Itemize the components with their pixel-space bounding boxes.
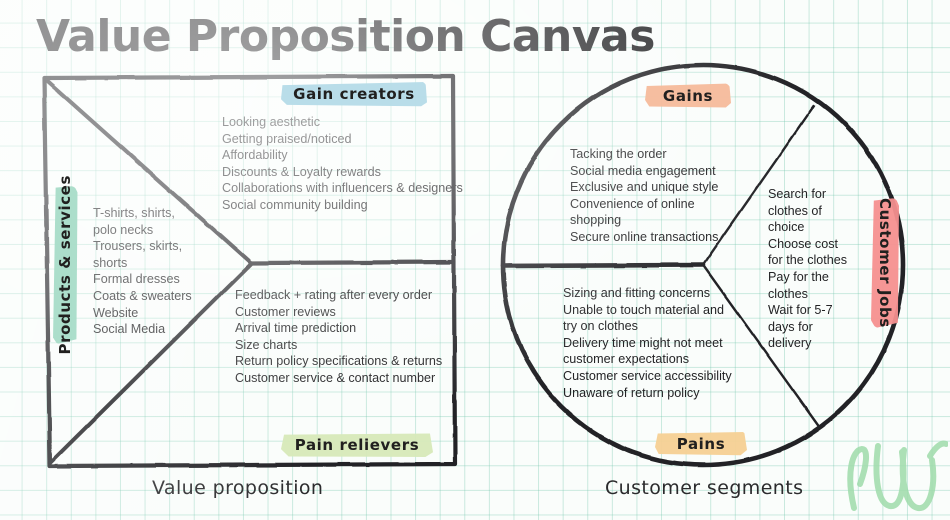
list-line: Affordability [222,148,288,163]
list-line: polo necks [93,222,154,237]
list-line: Customer service accessibility [563,368,732,383]
section-label-products-services: Products & services [52,175,78,355]
section-label-gain-creators: Gain creators [281,81,427,107]
section-label-customer-jobs: Customer Jobs [871,198,899,328]
list-line: Arrival time prediction [235,321,357,336]
divider-horizontal-cs [500,262,706,269]
list-line: customer expectations [563,352,689,367]
section-label-gains: Gains [645,83,731,108]
list-line: for the clothes [768,253,848,268]
list-line: try on clothes [563,319,638,334]
list-line: Formal dresses [93,272,180,287]
list-line: Discounts & Loyalty rewards [222,164,381,179]
list-line: Unaware of return policy [563,385,700,400]
list-line: Feedback + rating after every order [235,288,433,302]
section-label-text: Gains [662,86,714,105]
list-line: Secure online transactions [570,229,719,244]
list-line: Convenience of online [570,196,695,211]
list-line: Size charts [235,337,298,352]
list-line: shopping [570,213,622,228]
caption-value-proposition: Value proposition [152,477,324,499]
section-label-text: Products & services [56,175,74,355]
page-title: Value Proposition Canvas [36,11,655,62]
list-line: Exclusive and unique style [570,180,719,195]
list-line: clothes of [768,203,822,218]
section-label-text: Gain creators [293,85,415,103]
list-line: delivery [768,336,812,351]
caption-customer-segments: Customer segments [605,477,804,499]
list-line: Coats & sweaters [93,288,192,303]
section-label-pain-relievers: Pain relievers [281,432,433,458]
list-line: choice [768,220,805,235]
list-line: Collaborations with influencers & design… [222,181,463,196]
list-line: Unable to touch material and [563,302,725,317]
list-line: Customer reviews [235,304,336,319]
list-line: Social media engagement [570,163,716,178]
list-line: Looking aesthetic [222,115,321,129]
list-line: Social community building [222,197,368,212]
list-line: clothes [768,286,808,301]
list-line: Wait for 5-7 [768,303,833,318]
list-line: Social Media [93,322,166,337]
divider-horizontal-vp [248,259,457,266]
signature-watermark-icon [847,440,948,511]
list-line: Getting praised/noticed [222,131,352,146]
section-label-text: Customer Jobs [876,198,894,328]
list-line: Sizing and fitting concerns [563,286,711,300]
section-label-text: Pains [676,434,726,453]
list-line: Choose cost [768,236,839,251]
list-line: Search for [768,187,827,201]
list-line: Website [93,305,139,320]
list-line: Pay for the [768,269,829,284]
list-line: shorts [93,255,128,270]
list-line: Return policy specifications & returns [235,354,443,369]
list-line: Tacking the order [570,147,667,161]
section-label-text: Pain relievers [294,436,420,454]
list-line: T-shirts, shirts, [93,206,175,220]
list-line: Customer service & contact number [235,370,436,385]
list-line: days for [768,319,813,334]
list-line: Trousers, skirts, [93,239,183,254]
section-label-pains: Pains [655,431,747,456]
list-line: Delivery time might not meet [563,335,723,350]
